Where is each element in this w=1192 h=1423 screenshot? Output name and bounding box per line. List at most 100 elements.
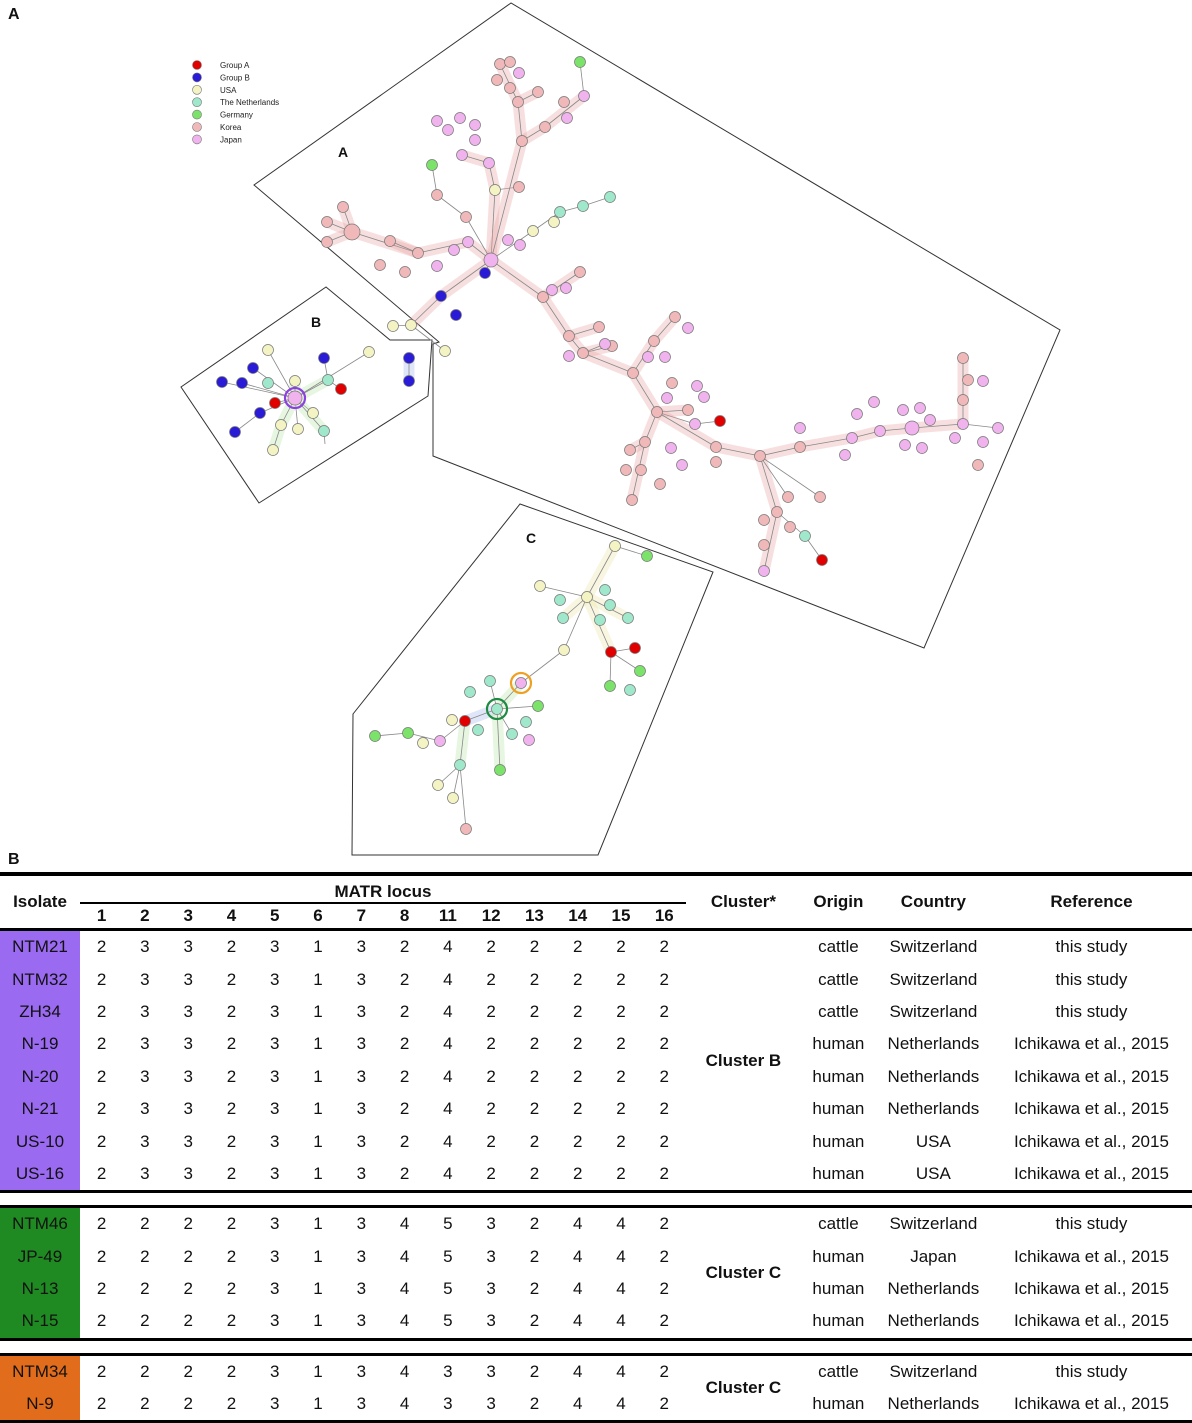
highlight-ring: [283, 386, 307, 410]
locus-value-cell: 2: [399, 1001, 410, 1021]
locus-value-cell: 2: [659, 1163, 670, 1183]
rule-cell: [0, 1337, 1192, 1341]
branch-line: [496, 682, 522, 710]
locus-value-cell: 2: [140, 1279, 150, 1299]
locus-value-cell: 2: [226, 1099, 237, 1119]
tree-node: [335, 383, 347, 395]
branch-line: [763, 511, 778, 572]
origin-cell: cattle: [818, 1361, 859, 1381]
tree-node: [874, 425, 886, 437]
tree-node: [634, 665, 646, 677]
isolate-cell: JP-49: [0, 1240, 80, 1273]
tree-node: [432, 779, 444, 791]
branch-line: [410, 295, 442, 326]
locus-value-cell: 2: [659, 1099, 670, 1119]
locus-value-cell: 2: [616, 1034, 626, 1054]
tree-node: [604, 680, 616, 692]
branch-line: [417, 241, 469, 254]
tree-node: [426, 159, 438, 171]
legend-marker: [192, 72, 202, 83]
branch-line: [465, 216, 492, 261]
locus-value-cell: 2: [529, 1131, 540, 1151]
isolate-cell: NTM46: [0, 1208, 80, 1241]
locus-value-cell: 2: [96, 1163, 107, 1183]
tree-node: [447, 792, 459, 804]
legend-label: The Netherlands: [220, 98, 279, 107]
tree-node: [814, 491, 826, 503]
locus-value-cell: 2: [529, 937, 540, 957]
network-tree: [216, 56, 1004, 835]
tree-node: [635, 464, 647, 476]
tree-node: [262, 377, 274, 389]
locus-value-cell: 2: [572, 1131, 583, 1151]
locus-value-cell: 1: [313, 1034, 323, 1054]
tree-node: [343, 223, 361, 241]
tree-node: [665, 442, 677, 454]
branch-line: [911, 423, 964, 429]
branch-line: [440, 259, 492, 297]
tree-node: [435, 290, 447, 302]
tree-node: [972, 459, 984, 471]
locus-value-cell: 3: [486, 1246, 496, 1266]
locus-value-cell: 3: [183, 1099, 193, 1119]
tree-node: [236, 377, 248, 389]
tree-node: [754, 450, 766, 462]
tree-node: [651, 406, 663, 418]
locus-value-cell: 2: [226, 937, 237, 957]
locus-value-cell: 2: [659, 1361, 670, 1381]
locus-value-cell: 1: [313, 1394, 323, 1414]
locus-value-cell: 3: [270, 1034, 280, 1054]
tree-node: [581, 591, 593, 603]
origin-cell: human: [812, 1131, 865, 1151]
tree-node: [691, 380, 703, 392]
tree-node: [516, 135, 528, 147]
locus-value-cell: 4: [572, 1311, 583, 1331]
cluster-cell: Cluster C: [705, 1262, 782, 1282]
locus-value-cell: 2: [399, 1066, 410, 1086]
country-cell: Netherlands: [887, 1066, 980, 1086]
table-rule: [0, 1337, 1192, 1341]
locus-value-cell: 3: [486, 1361, 496, 1381]
country-cell: USA: [915, 1131, 951, 1151]
locus-value-cell: 2: [572, 1099, 583, 1119]
branch-line: [490, 189, 496, 261]
locus-value-cell: 3: [356, 1246, 367, 1266]
tree-node: [560, 282, 572, 294]
branch-line: [221, 381, 296, 399]
tree-node: [851, 408, 863, 420]
rule-cell: [0, 928, 1192, 931]
tree-node: [369, 730, 381, 742]
tree-node: [574, 56, 586, 68]
tree-node: [698, 391, 710, 403]
locus-value-cell: 4: [572, 1394, 583, 1414]
rule-cell: [0, 1190, 1192, 1194]
header-locus: 15: [611, 906, 631, 925]
locus-value-cell: 4: [443, 1131, 453, 1151]
tree-node: [629, 642, 641, 654]
tree-node: [771, 506, 783, 518]
locus-value-cell: 2: [486, 937, 496, 957]
tree-node: [561, 112, 573, 124]
isolate-cell: N-13: [0, 1272, 80, 1306]
branch-line: [459, 764, 467, 830]
tree-node: [289, 375, 301, 387]
tree-node: [462, 236, 474, 248]
tree-node: [307, 407, 319, 419]
locus-value-cell: 4: [443, 937, 453, 957]
locus-value-cell: 5: [443, 1279, 453, 1299]
locus-value-cell: 2: [226, 1131, 237, 1151]
branch-line: [656, 411, 696, 425]
legend-marker: [192, 109, 202, 120]
tree-node: [520, 716, 532, 728]
locus-value-cell: 2: [529, 1311, 540, 1331]
locus-value-cell: 2: [226, 1279, 237, 1299]
tree-node: [594, 614, 606, 626]
tree-node: [454, 112, 466, 124]
tree-node: [322, 374, 334, 386]
tree-node: [648, 335, 660, 347]
locus-value-cell: 1: [313, 1099, 323, 1119]
reference-cell: Ichikawa et al., 2015: [1013, 1131, 1169, 1151]
